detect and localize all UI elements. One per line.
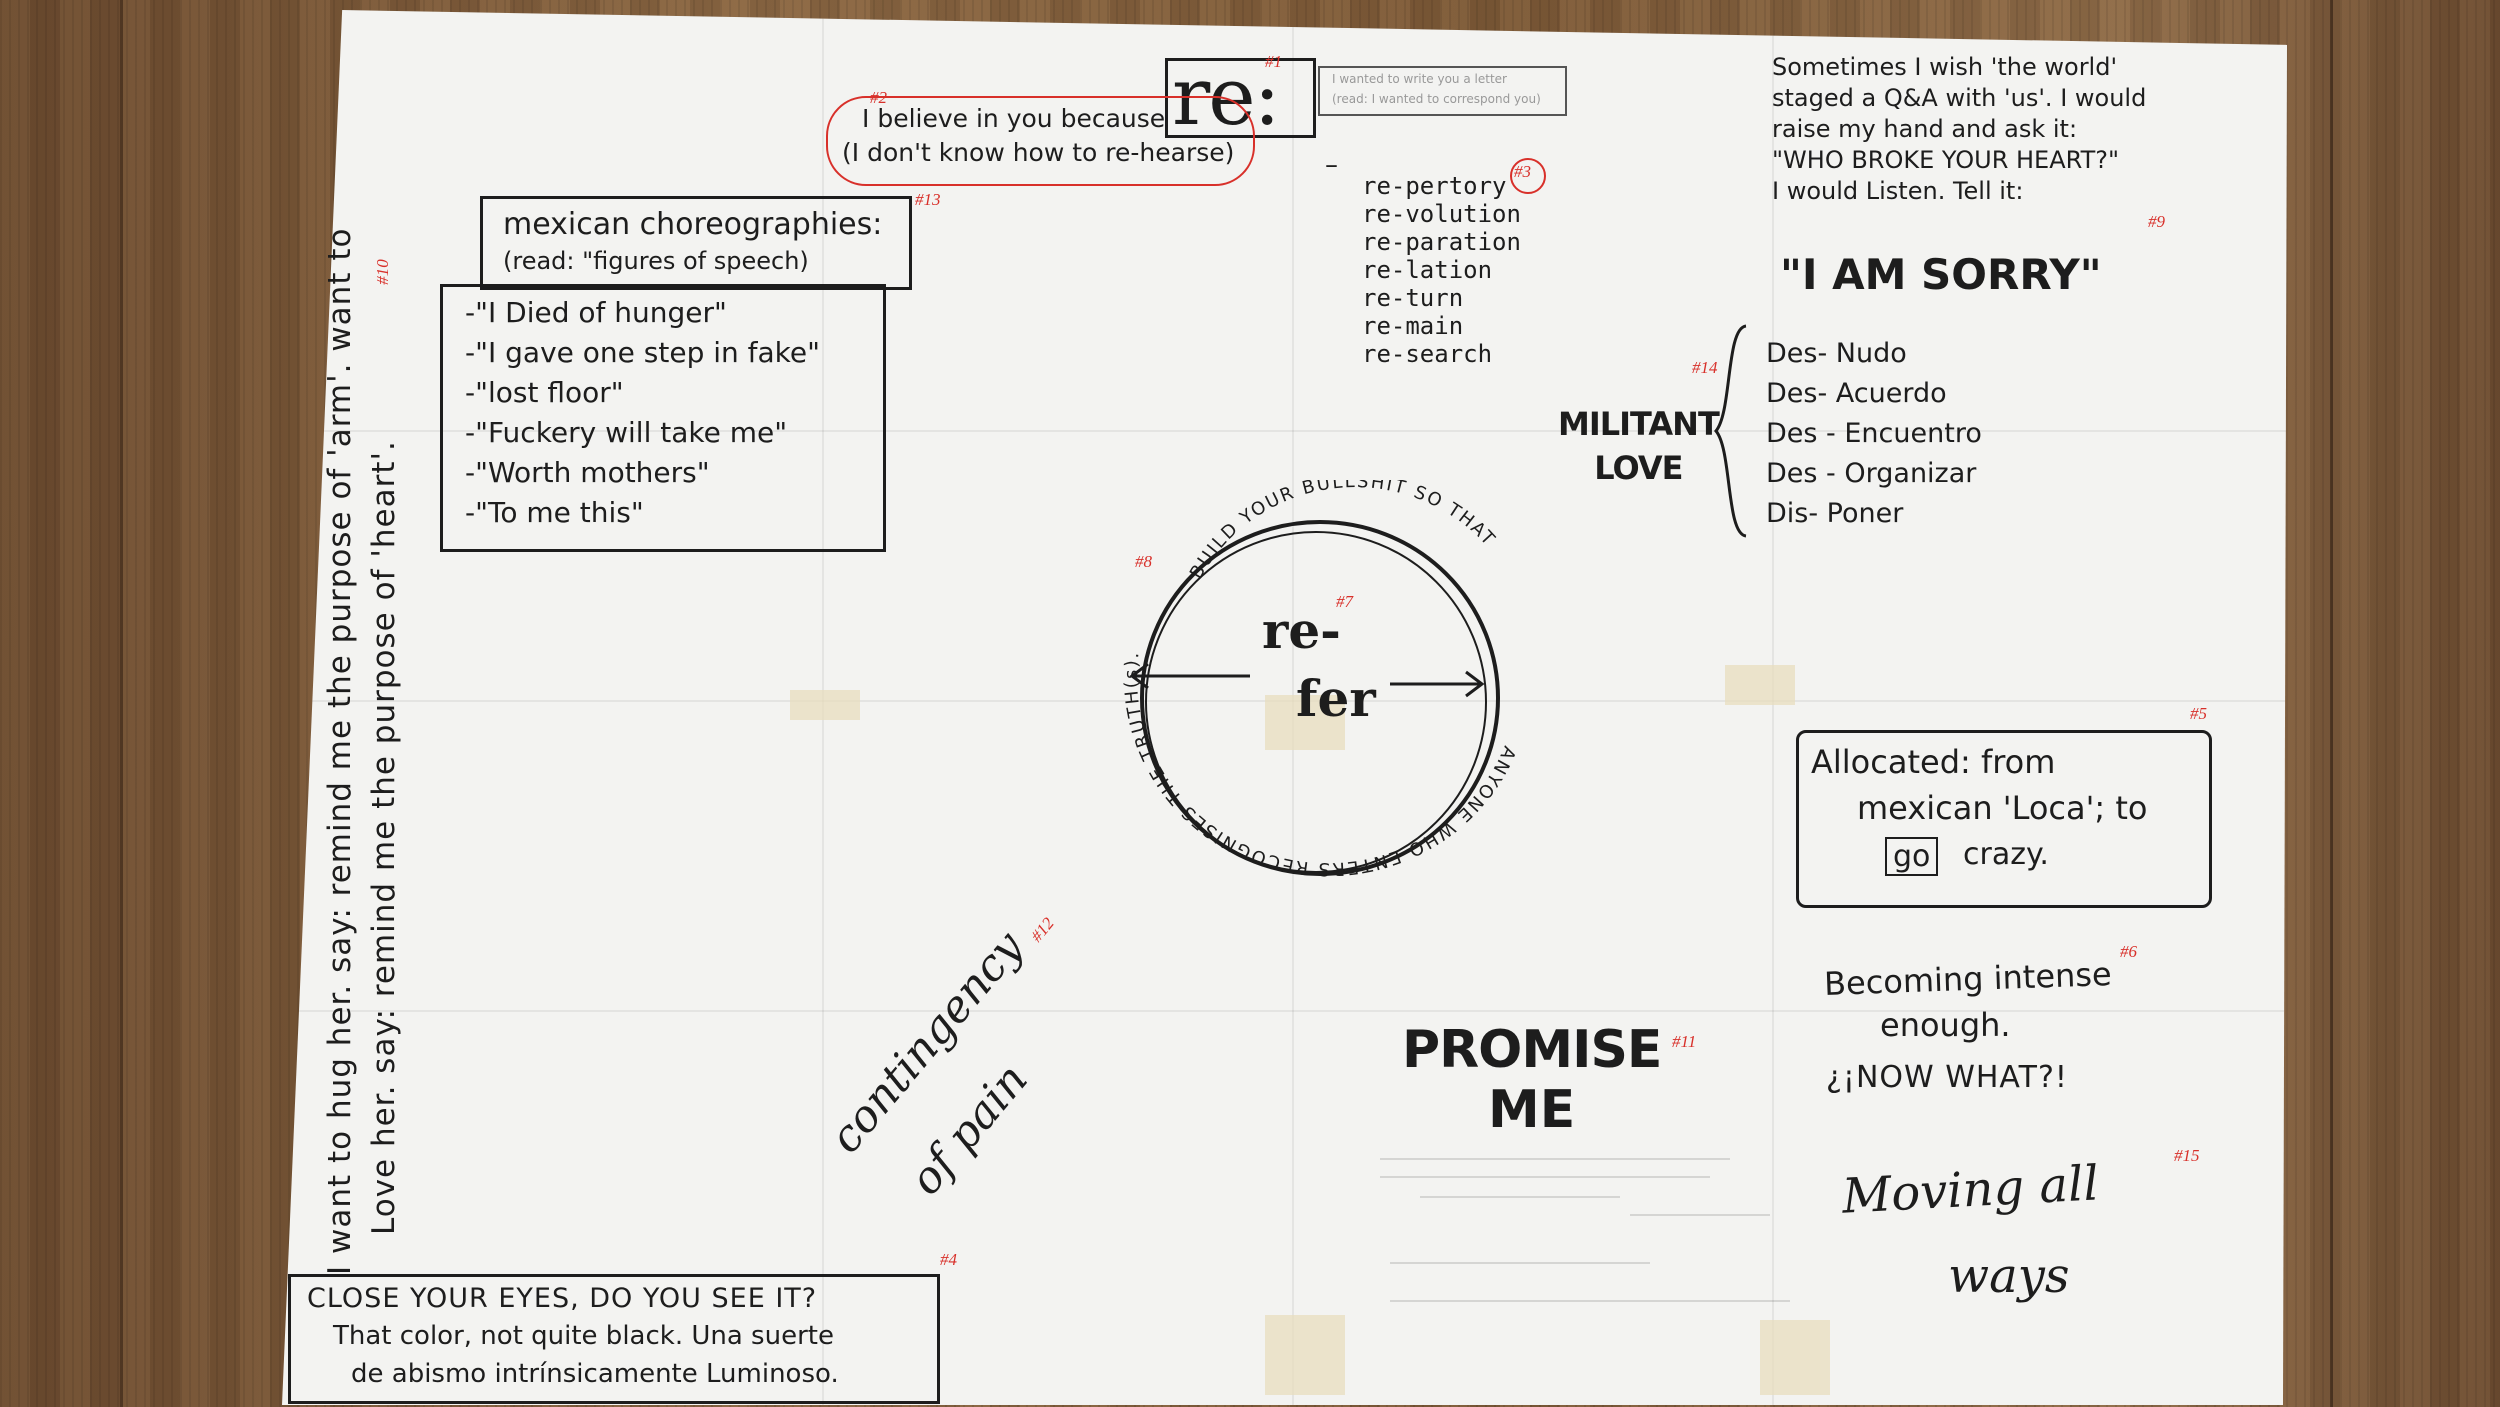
militant-item: Des- Acuerdo [1766,378,1947,409]
promise-line: PROMISE [1402,1020,1662,1080]
intense-line: enough. [1880,1006,2011,1044]
believe-line: I believe in you because [862,104,1166,133]
repertory-item: re-lation [1362,256,1493,284]
believe-oval [826,96,1255,186]
fold-line [1772,10,1774,1405]
militant-item: Des- Nudo [1766,338,1907,369]
brace-icon [1714,324,1747,538]
choreo-list: -"I Died of hunger" -"I gave one step in… [465,293,820,533]
sorry-text: "I AM SORRY" [1780,250,2102,299]
choreo-title-box: mexican choreographies: (read: "figures … [480,196,912,290]
militant-item: Des - Organizar [1766,458,1977,489]
item-number: #9 [2148,212,2165,231]
qa-line: staged a Q&A with 'us'. I would [1772,84,2147,112]
choreo-title: mexican choreographies: [503,207,883,242]
refer-center-2: fer [1296,669,1376,728]
item-number: #1 [1265,52,1282,71]
repertory-list: re-pertory re-volution re-paration re-la… [1362,172,1521,368]
vertical-line-2: Love her. say: remind me the purpose of … [366,440,402,1235]
item-number: #7 [1336,592,1353,611]
qa-text: Sometimes I wish 'the world' staged a Q&… [1772,52,2146,207]
faint-line [1380,1176,1710,1178]
close-eyes-line: de abismo intrínsicamente Luminoso. [351,1359,839,1389]
faint-line [1420,1196,1620,1198]
refer-center-1: re- [1262,601,1341,660]
plank-seam [120,0,123,1407]
choreo-item: -"To me this" [465,496,644,529]
militant-list: Des- Nudo Des- Acuerdo Des - Encuentro D… [1766,334,1982,534]
item-number: #3 [1514,162,1531,181]
choreo-item: -"lost floor" [465,376,624,409]
faint-line [1380,1158,1730,1160]
promise-line: ME [1488,1080,1576,1140]
qa-line: "WHO BROKE YOUR HEART?" [1772,146,2120,174]
item-number: #10 [372,259,392,285]
item-number: #13 [915,190,941,209]
faint-line [1630,1214,1770,1216]
item-number: #11 [1672,1032,1697,1051]
repertory-item: re-turn [1362,284,1464,312]
circle-inner [1145,531,1487,873]
refer-circle: BUILD YOUR BULLSHIT SO THAT ANYONE WHO E… [1121,480,1518,879]
moving-line: ways [1948,1248,2070,1304]
item-number: #15 [2174,1146,2200,1165]
tape-piece [1265,1315,1345,1395]
qa-line: raise my hand and ask it: [1772,115,2078,143]
repertory-number-circle [1510,158,1546,194]
item-number: #6 [2120,942,2137,961]
item-number: #5 [2190,704,2207,723]
choreo-item: -"Worth mothers" [465,456,710,489]
fold-line [282,430,2287,432]
item-number: #14 [1692,358,1718,377]
item-number: #8 [1135,552,1152,571]
fold-line [282,1010,2287,1012]
repertory-item: re-paration [1362,228,1521,256]
plank-seam [2330,0,2333,1407]
militant-label-line: LOVE [1594,449,1683,487]
militant-item: Dis- Poner [1766,498,1904,529]
faint-note-box: I wanted to write you a letter (read: I … [1318,66,1567,116]
allocated-line: mexican 'Loca'; to [1857,789,2148,827]
repertory-item: re-main [1362,312,1464,340]
qa-line: Sometimes I wish 'the world' [1772,53,2118,81]
vertical-line-1: I want to hug her. say: remind me the pu… [322,227,358,1275]
item-number: #4 [940,1250,957,1269]
choreo-subtitle: (read: "figures of speech) [503,247,809,275]
faint-note-line: I wanted to write you a letter [1332,72,1507,86]
choreo-item: -"I gave one step in fake" [465,336,821,369]
item-number: #2 [870,88,887,107]
militant-label-line: MILITANT [1558,405,1720,443]
tape-piece [1265,695,1345,750]
tape-piece [1760,1320,1830,1395]
close-eyes-line: CLOSE YOUR EYES, DO YOU SEE IT? [307,1283,818,1314]
militant-item: Des - Encuentro [1766,418,1982,449]
choreo-list-box: -"I Died of hunger" -"I gave one step in… [440,284,886,552]
choreo-item: -"I Died of hunger" [465,296,727,329]
repertory-dash: – [1325,150,1338,180]
allocated-box: Allocated: from mexican 'Loca'; to go cr… [1796,730,2212,908]
faint-note-line: (read: I wanted to correspond you) [1332,92,1541,106]
qa-line: I would Listen. Tell it: [1772,177,2024,205]
allocated-line: Allocated: from [1811,743,2056,781]
believe-line: (I don't know how to re-hearse) [842,138,1235,167]
allocated-line: crazy. [1963,837,2049,872]
faint-line [1390,1262,1650,1264]
choreo-item: -"Fuckery will take me" [465,416,788,449]
intense-line: ¿¡NOW WHAT?! [1826,1060,2068,1095]
faint-line [1390,1300,1790,1302]
close-eyes-box: CLOSE YOUR EYES, DO YOU SEE IT? That col… [288,1274,940,1404]
circle-outer [1140,520,1500,876]
repertory-item: re-pertory [1362,172,1507,200]
tape-piece [1725,665,1795,705]
tape-piece [790,690,860,720]
repertory-item: re-search [1362,340,1493,368]
militant-label: MILITANT LOVE [1558,402,1720,490]
circle-top-text: BUILD YOUR BULLSHIT SO THAT [1186,480,1500,582]
go-box: go [1885,837,1939,876]
close-eyes-line: That color, not quite black. Una suerte [333,1321,834,1351]
repertory-item: re-volution [1362,200,1521,228]
